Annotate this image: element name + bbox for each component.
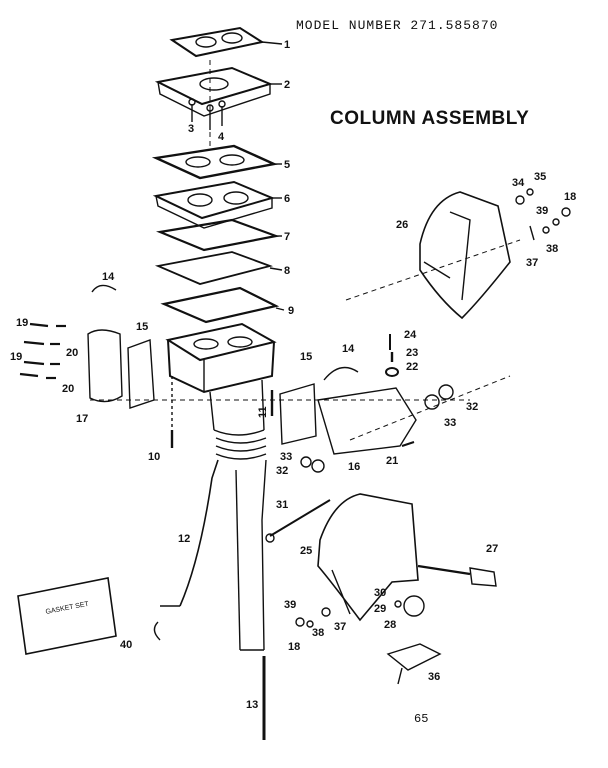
callout-20-bottom: 20 xyxy=(62,383,74,395)
right-small-hardware xyxy=(515,188,571,241)
callout-5: 5 xyxy=(284,159,290,171)
part-28-30-pad xyxy=(394,595,425,617)
callout-29: 29 xyxy=(374,603,386,615)
part-16-plate xyxy=(279,383,417,455)
part-6-plate xyxy=(152,180,282,229)
callout-38-right: 38 xyxy=(546,243,558,255)
part-32-33-washers-left xyxy=(300,456,325,473)
callout-7: 7 xyxy=(284,231,290,243)
callout-17: 17 xyxy=(76,413,88,425)
callout-15-left: 15 xyxy=(136,321,148,333)
callout-23: 23 xyxy=(406,347,418,359)
callout-13: 13 xyxy=(246,699,258,711)
callout-38-left: 38 xyxy=(312,627,324,639)
dashed-assembly-lines xyxy=(90,60,521,441)
callout-14-left: 14 xyxy=(102,271,115,283)
part-26-swivel-bracket xyxy=(419,191,511,320)
callout-8: 8 xyxy=(284,265,290,277)
callout-27: 27 xyxy=(486,543,498,555)
part-21-screw xyxy=(401,441,415,447)
callout-12: 12 xyxy=(178,533,190,545)
callout-25: 25 xyxy=(300,545,312,557)
callout-21: 21 xyxy=(386,455,398,467)
part-5-gasket xyxy=(151,144,282,180)
callout-24: 24 xyxy=(404,329,417,341)
callout-34: 34 xyxy=(512,177,525,189)
callout-39-right: 39 xyxy=(536,205,548,217)
callout-11: 11 xyxy=(257,406,269,418)
callout-9: 9 xyxy=(288,305,294,317)
callout-30: 30 xyxy=(374,587,386,599)
upper-housing xyxy=(165,322,277,394)
callout-19-top: 19 xyxy=(16,317,28,329)
part-36-clip xyxy=(386,643,442,685)
part-8-plate xyxy=(154,251,283,285)
callout-10: 10 xyxy=(148,451,160,463)
callout-40: 40 xyxy=(120,639,132,651)
part-14-clip-right xyxy=(323,366,359,381)
callout-1: 1 xyxy=(284,39,290,51)
callout-31: 31 xyxy=(276,499,288,511)
callout-22: 22 xyxy=(406,361,418,373)
callout-4: 4 xyxy=(218,131,225,143)
part-31-rod xyxy=(265,499,331,543)
callout-36: 36 xyxy=(428,671,440,683)
part-7-gasket xyxy=(155,218,282,252)
callout-19-bottom: 19 xyxy=(10,351,22,363)
diagram-title: COLUMN ASSEMBLY xyxy=(330,108,530,129)
gasket-set-label: GASKET SET xyxy=(45,601,90,616)
callout-33-left: 33 xyxy=(280,451,292,463)
callout-39-left: 39 xyxy=(284,599,296,611)
part-15-left-plate xyxy=(127,339,155,409)
callout-6: 6 xyxy=(284,193,290,205)
callout-37-left: 37 xyxy=(334,621,346,633)
part-14-clip-left xyxy=(91,284,117,293)
callout-33-right: 33 xyxy=(444,417,456,429)
part-25-clamp-bracket xyxy=(317,493,419,622)
callout-18-left: 18 xyxy=(288,641,300,653)
callout-18-right: 18 xyxy=(564,191,576,203)
part-40-gasket-set: GASKET SET xyxy=(17,577,117,655)
callout-20-top: 20 xyxy=(66,347,78,359)
callout-28: 28 xyxy=(384,619,396,631)
callout-14-right: 14 xyxy=(342,343,355,355)
part-9-gasket xyxy=(160,286,285,324)
column-tube xyxy=(153,379,267,651)
callout-3: 3 xyxy=(188,123,194,135)
callout-37-right: 37 xyxy=(526,257,538,269)
page-number: 65 xyxy=(414,712,429,726)
part-2-cover-plate xyxy=(154,66,282,117)
part-22-24-screw-stack xyxy=(385,334,399,377)
part-1-gasket xyxy=(169,26,283,58)
callout-32-right: 32 xyxy=(466,401,478,413)
callout-16: 16 xyxy=(348,461,360,473)
callout-35: 35 xyxy=(534,171,546,183)
callout-2: 2 xyxy=(284,79,290,91)
part-19-20-screws xyxy=(19,322,66,380)
callout-26: 26 xyxy=(396,219,408,231)
callout-15-right: 15 xyxy=(300,351,312,363)
left-small-hardware xyxy=(295,607,331,628)
callout-32-left: 32 xyxy=(276,465,288,477)
part-17-bracket xyxy=(87,329,123,403)
part-32-33-washers-right xyxy=(424,384,454,410)
model-number: MODEL NUMBER 271.585870 xyxy=(296,18,499,33)
part-27-clamp-screw xyxy=(417,564,497,587)
